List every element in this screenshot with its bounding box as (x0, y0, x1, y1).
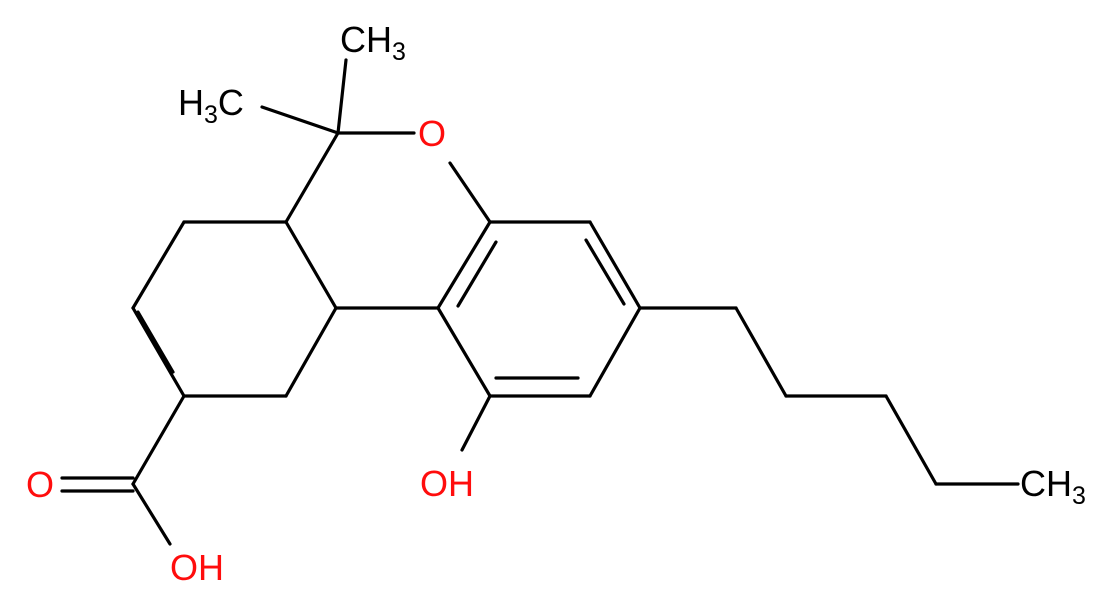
bond-double-inner (584, 238, 626, 306)
bond (436, 306, 492, 398)
atom-labels: CH3 H3C O OH CH3 O OH (26, 19, 1086, 588)
bond (131, 306, 186, 398)
methyl-left-symbol: H (178, 82, 204, 123)
bond (448, 161, 492, 224)
bond (260, 105, 340, 135)
methyl-top-label: CH3 (340, 19, 406, 66)
bond (884, 394, 938, 486)
bond (284, 220, 338, 310)
bond (131, 220, 186, 310)
bond (734, 306, 788, 398)
hydroxyl-label: OH (420, 463, 474, 504)
carbonyl-oxygen-label: O (26, 464, 54, 505)
bond (284, 306, 338, 398)
pentyl-methyl-label: CH3 (1020, 463, 1086, 510)
methyl-left-label: H3C (178, 82, 244, 129)
methyl-top-symbol: CH (340, 19, 392, 60)
bond-double-inner (136, 310, 175, 374)
pentyl-methyl-subscript: 3 (1072, 482, 1086, 510)
methyl-left-carbon: C (218, 82, 244, 123)
pentyl-methyl-symbol: CH (1020, 463, 1072, 504)
methyl-top-subscript: 3 (392, 38, 406, 66)
bond (588, 306, 642, 398)
methyl-left-subscript: 3 (204, 101, 218, 129)
bond (131, 394, 186, 486)
bond (588, 220, 642, 310)
bond (131, 482, 172, 546)
bond (436, 220, 492, 310)
bonds (60, 58, 1020, 546)
bond (460, 394, 492, 452)
bond (284, 131, 340, 224)
bond-double-inner (456, 240, 498, 308)
ring-oxygen-label: O (418, 113, 446, 154)
bond (336, 58, 348, 135)
acid-hydroxyl-label: OH (170, 547, 224, 588)
